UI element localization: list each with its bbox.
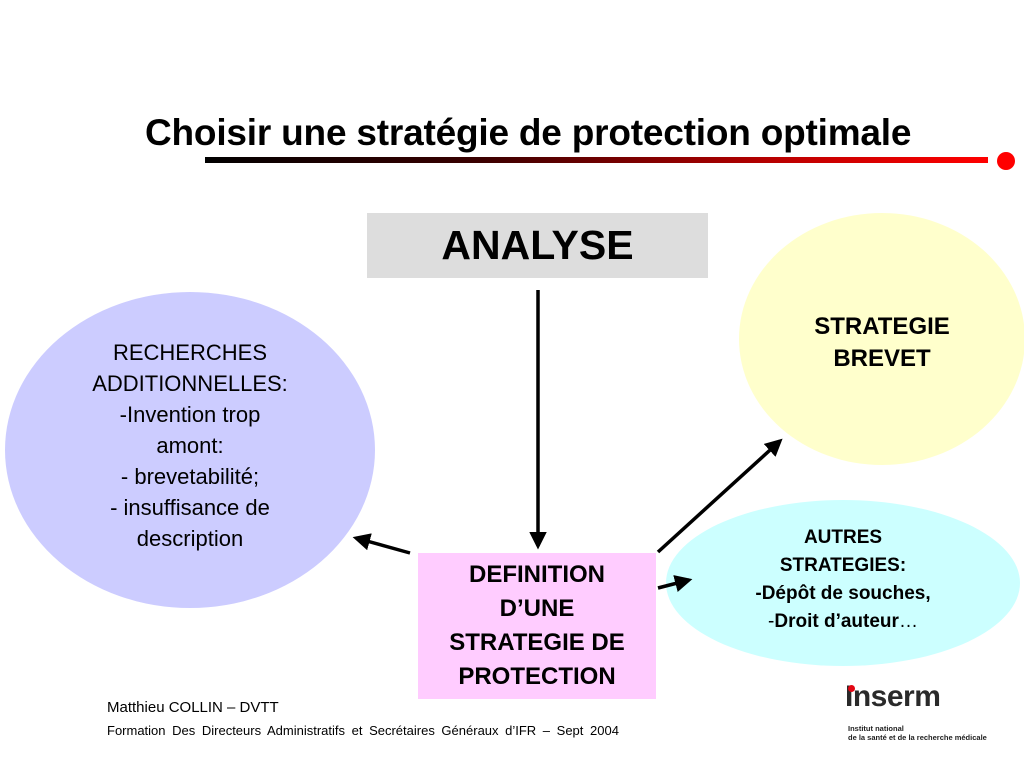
recherches-line: description	[136, 525, 244, 551]
footer-event: Formation Des Directeurs Administratifs …	[107, 723, 619, 738]
title-accent-dot	[997, 152, 1015, 170]
arrow-definition-to-recherches	[352, 533, 411, 555]
definition-text: DEFINITION D’UNE STRATEGIE DE PROTECTION	[449, 558, 625, 694]
logo-subtitle: Institut national de la santé et de la r…	[848, 724, 987, 742]
analyse-label: ANALYSE	[441, 222, 634, 268]
arrow-definition-to-brevet	[656, 438, 783, 554]
autres-line: -Dépôt de souches,	[755, 583, 931, 604]
recherches-line: - brevetabilité;	[120, 463, 260, 489]
logo-red-dot	[848, 685, 855, 692]
definition-line: PROTECTION	[458, 663, 616, 690]
autres-line: STRATEGIES:	[779, 555, 907, 576]
recherches-line: amont:	[156, 432, 224, 458]
definition-line: STRATEGIE DE	[449, 629, 625, 656]
autres-line-last: -Droit d’auteur…	[755, 608, 930, 636]
logo-sub-line1: Institut national	[848, 724, 904, 733]
autres-ellipse: AUTRES STRATEGIES: -Dépôt de souches, -D…	[666, 500, 1020, 666]
footer-author: Matthieu COLLIN – DVTT	[107, 699, 279, 716]
autres-text: AUTRES STRATEGIES: -Dépôt de souches, -D…	[755, 524, 930, 636]
recherches-line: -Invention trop	[119, 401, 261, 427]
autres-last-suffix: …	[898, 611, 918, 632]
slide-title: Choisir une stratégie de protection opti…	[145, 112, 912, 153]
autres-last-prefix: -	[768, 611, 775, 632]
recherches-text: RECHERCHES ADDITIONNELLES: -Invention tr…	[92, 337, 288, 554]
arrow-definition-to-autres	[657, 575, 693, 592]
inserm-logo: Inserm Institut national de la santé et …	[845, 680, 987, 750]
autres-last-bold: Droit d’auteur	[774, 611, 899, 632]
recherches-line: - insuffisance de	[110, 494, 270, 520]
title-underline	[205, 157, 988, 163]
recherches-ellipse: RECHERCHES ADDITIONNELLES: -Invention tr…	[5, 292, 375, 608]
definition-line: D’UNE	[499, 595, 575, 622]
brevet-text: STRATEGIE BREVET	[739, 311, 1024, 375]
analyse-box: ANALYSE	[367, 213, 708, 278]
brevet-line: BREVET	[833, 345, 931, 372]
recherches-line: ADDITIONNELLES:	[92, 370, 288, 396]
brevet-line: STRATEGIE	[814, 313, 950, 340]
recherches-line: RECHERCHES	[112, 339, 267, 365]
definition-box: DEFINITION D’UNE STRATEGIE DE PROTECTION	[418, 553, 656, 699]
logo-wordmark: Inserm	[845, 680, 941, 713]
definition-line: DEFINITION	[468, 561, 605, 588]
logo-sub-line2: de la santé et de la recherche médicale	[848, 733, 987, 742]
brevet-ellipse: STRATEGIE BREVET	[739, 213, 1024, 465]
autres-line: AUTRES	[803, 527, 883, 548]
